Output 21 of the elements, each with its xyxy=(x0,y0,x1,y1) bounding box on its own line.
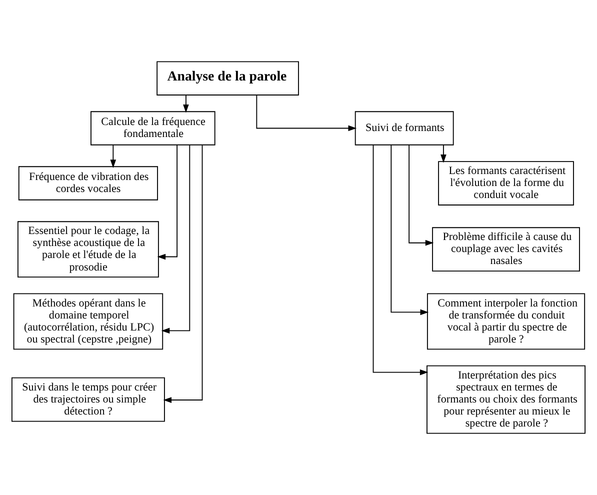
arrow xyxy=(408,144,434,246)
node-box: Comment interpoler la fonction de transformée du conduit vocal à partir du spectre de parole ? xyxy=(426,293,586,350)
node-box: Fréquence de vibration des cordes vocales xyxy=(18,166,158,200)
node-box: Méthodes opérant dans le domaine temporel (autocorrélation, résidu LPC) ou spectral (cepstre ,peigne) xyxy=(13,293,164,350)
node-box: Suivi de formants xyxy=(354,111,454,146)
node-box: Problème difficile à cause du couplage avec les cavités nasales xyxy=(432,227,580,272)
arrow xyxy=(440,144,446,163)
arrow xyxy=(157,144,178,260)
node-box: Suivi dans le temps pour créer des trajectoires ou simple détection ? xyxy=(11,377,165,422)
arrow xyxy=(110,144,116,168)
node-box: Interprétation des pics spectraux en termes de formants ou choix des formants pour représenter au mieux le spectre de parole ? xyxy=(426,365,586,434)
arrow xyxy=(372,144,428,376)
arrow xyxy=(163,144,203,403)
arrow xyxy=(390,144,429,316)
arrow xyxy=(256,94,357,132)
node-box: Analyse de la parole xyxy=(156,61,299,96)
node-box: Essentiel pour le codage, la synthèse acoustique de la parole et l'étude de la prosodie xyxy=(17,221,159,278)
node-box: Calcule de la fréquence fondamentale xyxy=(90,111,216,146)
arrow xyxy=(183,94,189,113)
arrow xyxy=(161,144,190,334)
node-box: Les formants caractérisent l'évolution de la forme du conduit vocale xyxy=(438,161,574,206)
